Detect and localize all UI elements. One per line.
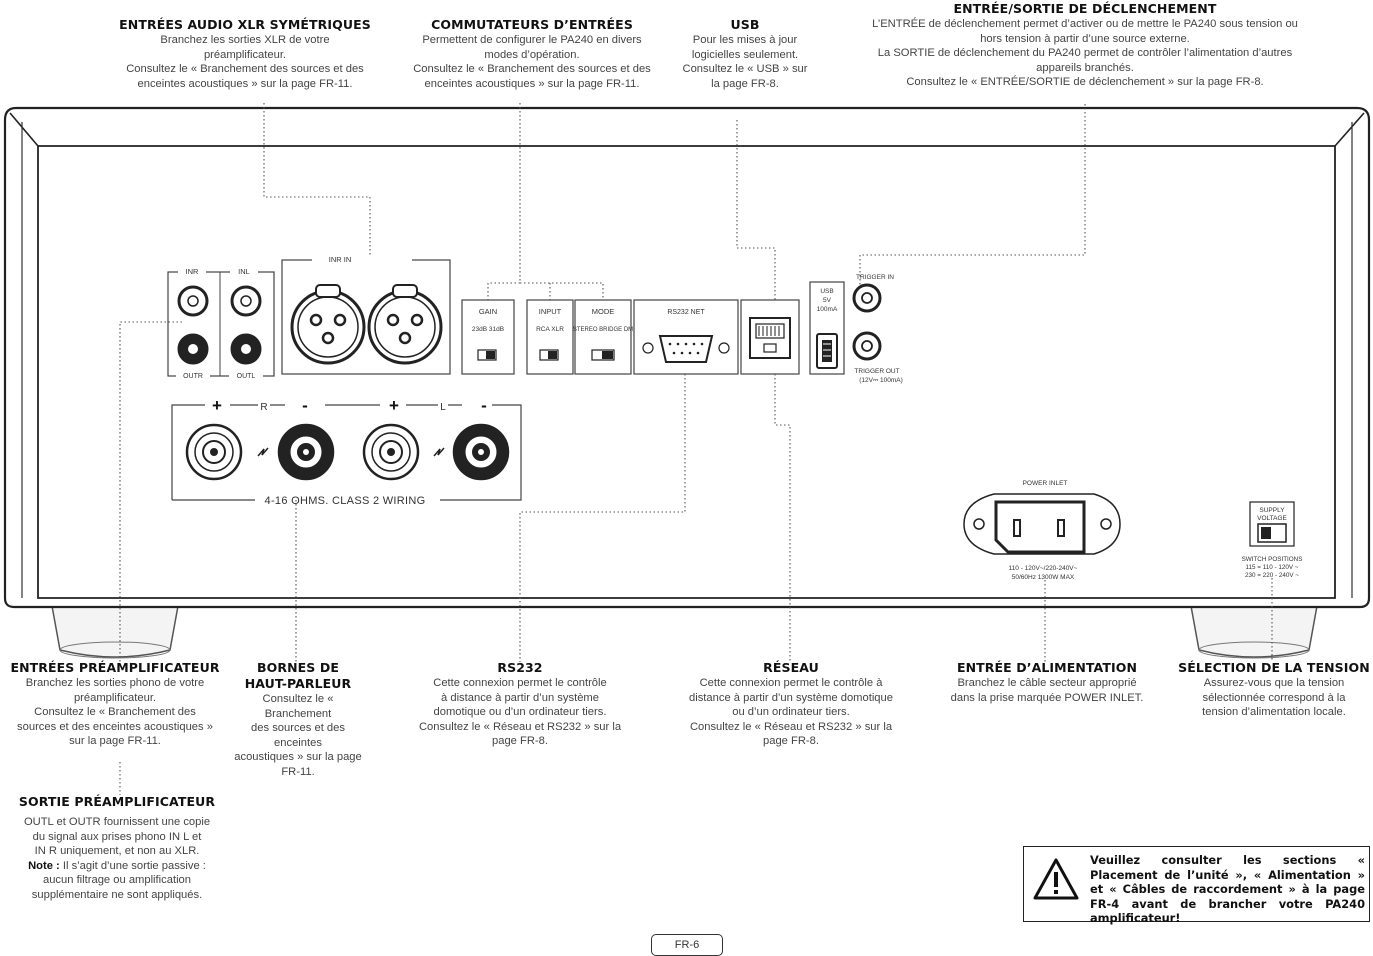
callout-voltage-text: Assurez-vous que la tension sélectionnée… (1202, 677, 1346, 719)
gain-options: 23dB 31dB (472, 326, 504, 333)
trigger-out-label: TRIGGER OUT (854, 368, 899, 375)
trigger-out-spec: (12V⎓ 100mA) (859, 377, 902, 384)
callout-trigger-text: L’ENTRÉE de déclenchement permet d’activ… (872, 18, 1298, 89)
l-plus-label: + (389, 396, 399, 415)
voltage-selector-block: SUPPLY VOLTAGE SWITCH POSITIONS 115 = 11… (1242, 501, 1303, 579)
power-inlet-socket[interactable] (994, 500, 1086, 554)
callout-switches-text: Permettent de configurer le PA240 en div… (413, 34, 651, 90)
outr-label: OUTR (183, 373, 203, 380)
supply-label-1: SUPPLY (1259, 507, 1285, 514)
rca-preamp-jacks: INR INL OUTR OUTL (167, 265, 275, 380)
callout-preamp-out-title: SORTIE PRÉAMPLIFICATEUR (18, 794, 216, 809)
xlr-label: INR IN (329, 255, 352, 264)
speaker-r-minus-terminal[interactable] (277, 423, 335, 481)
callout-network-title: RÉSEAU (763, 660, 819, 675)
callout-network-text: Cette connexion permet le contrôle à dis… (689, 677, 893, 748)
callout-rs232: RS232 Cette connexion permet le contrôle… (398, 660, 642, 749)
speaker-l-minus-terminal[interactable] (452, 423, 510, 481)
rs232-label: RS232 NET (667, 309, 705, 316)
l-channel-label: L (440, 402, 446, 413)
power-spec-line-2: 50/60Hz 1300W MAX (1012, 574, 1075, 581)
usb-voltage: 5V (823, 297, 832, 304)
switch-positions-1: SWITCH POSITIONS (1242, 556, 1303, 563)
rs232-port-block: RS232 NET (633, 299, 739, 375)
warning-icon (1033, 858, 1079, 900)
l-minus-label: - (481, 396, 487, 415)
outl-label: OUTL (237, 373, 256, 380)
callout-preamp-in-title: ENTRÉES PRÉAMPLIFICATEUR (10, 660, 220, 675)
callout-usb-title: USB (730, 17, 760, 32)
trigger-in-label: TRIGGER IN (856, 274, 894, 281)
callout-speaker-terminals: BORNES DE HAUT-PARLEUR Consultez le « Br… (228, 660, 368, 780)
callout-usb-text: Pour les mises à jour logicielles seulem… (682, 34, 808, 90)
note-label: Note : (28, 859, 60, 872)
input-label: INPUT (539, 307, 562, 316)
callout-preamp-in-text: Branchez les sorties phono de votre préa… (17, 677, 213, 748)
power-inlet-block: POWER INLET 110 - 120V~/220-240V~ 50/60H… (963, 480, 1121, 581)
callout-input-switches: COMMUTATEURS D’ENTRÉES Permettent de con… (392, 17, 672, 91)
speaker-r-plus-terminal[interactable] (185, 423, 243, 481)
rs232-connector[interactable] (658, 335, 714, 363)
speaker-terminals: + R - + L - 4- (171, 396, 522, 507)
r-channel-label: R (260, 402, 267, 413)
callout-preamp-output: SORTIE PRÉAMPLIFICATEUR OUTL et OUTR fou… (4, 794, 230, 903)
callout-rs232-text: Cette connexion permet le contrôle à dis… (418, 677, 622, 748)
mode-label: MODE (592, 307, 615, 316)
callout-xlr-title: ENTRÉES AUDIO XLR SYMÉTRIQUES (119, 17, 371, 32)
input-switch-block: INPUT RCA XLR (526, 299, 574, 375)
callout-voltage-title: SÉLECTION DE LA TENSION (1178, 660, 1370, 675)
callout-power-inlet: ENTRÉE D’ALIMENTATION Branchez le câble … (928, 660, 1166, 705)
callout-trigger: ENTRÉE/SORTIE DE DÉCLENCHEMENT L’ENTRÉE … (826, 1, 1344, 90)
xlr-left-connector[interactable] (367, 284, 443, 365)
callout-rs232-title: RS232 (497, 660, 543, 675)
xlr-inputs: INR IN (281, 253, 451, 375)
wiring-label: 4-16 OHMS. CLASS 2 WIRING (265, 495, 426, 507)
callout-trigger-title: ENTRÉE/SORTIE DE DÉCLENCHEMENT (953, 1, 1217, 16)
callout-preamp-inputs: ENTRÉES PRÉAMPLIFICATEUR Branchez les so… (2, 660, 228, 749)
supply-label-2: VOLTAGE (1257, 515, 1287, 522)
warning-text: Veuillez consulter les sections « Placem… (1090, 853, 1365, 926)
power-spec-line-1: 110 - 120V~/220-240V~ (1009, 565, 1078, 572)
trigger-jacks: TRIGGER IN TRIGGER OUT (12V⎓ 100mA) (852, 274, 903, 384)
switch-positions-3: 230 = 220 - 240V ~ (1245, 572, 1299, 579)
callout-network: RÉSEAU Cette connexion permet le contrôl… (664, 660, 918, 749)
callout-preamp-out-text: OUTL et OUTR fournissent une copie du si… (23, 816, 211, 901)
switch-positions-2: 115 = 110 - 120V ~ (1246, 564, 1299, 571)
warning-box: Veuillez consulter les sections « Placem… (1023, 846, 1370, 925)
usb-current: 100mA (817, 306, 838, 313)
callout-xlr-inputs: ENTRÉES AUDIO XLR SYMÉTRIQUES Branchez l… (100, 17, 390, 91)
callout-power-text: Branchez le câble secteur approprié dans… (950, 677, 1144, 704)
gain-label: GAIN (479, 307, 497, 316)
left-foot (51, 605, 179, 658)
power-inlet-label: POWER INLET (1023, 480, 1068, 487)
mode-options: STEREO BRIDGE DM (573, 327, 633, 333)
right-foot (1190, 605, 1318, 658)
callout-switches-title: COMMUTATEURS D’ENTRÉES (431, 17, 633, 32)
callout-speaker-text: Consultez le « Branchement des sources e… (234, 693, 362, 778)
callout-usb: USB Pour les mises à jour logicielles se… (672, 17, 818, 91)
usb-port-block: USB 5V 100mA (809, 281, 845, 375)
input-options: RCA XLR (536, 326, 564, 333)
usb-label: USB (820, 288, 833, 295)
r-plus-label: + (212, 396, 222, 415)
callout-speaker-title: BORNES DE HAUT-PARLEUR (244, 660, 352, 691)
xlr-right-connector[interactable] (290, 284, 366, 365)
inr-label: INR (186, 267, 200, 276)
inl-label: INL (238, 267, 250, 276)
mode-switch-block: MODE STEREO BRIDGE DM (573, 299, 633, 375)
callout-power-title: ENTRÉE D’ALIMENTATION (956, 660, 1138, 675)
r-minus-label: - (302, 396, 308, 415)
leader-lines (119, 103, 1273, 795)
callout-voltage-selection: SÉLECTION DE LA TENSION Assurez-vous que… (1176, 660, 1372, 720)
gain-switch-block: GAIN 23dB 31dB (461, 299, 515, 375)
callout-xlr-text: Branchez les sorties XLR de votre préamp… (126, 34, 364, 90)
network-port-block (740, 299, 800, 375)
speaker-l-plus-terminal[interactable] (362, 423, 420, 481)
